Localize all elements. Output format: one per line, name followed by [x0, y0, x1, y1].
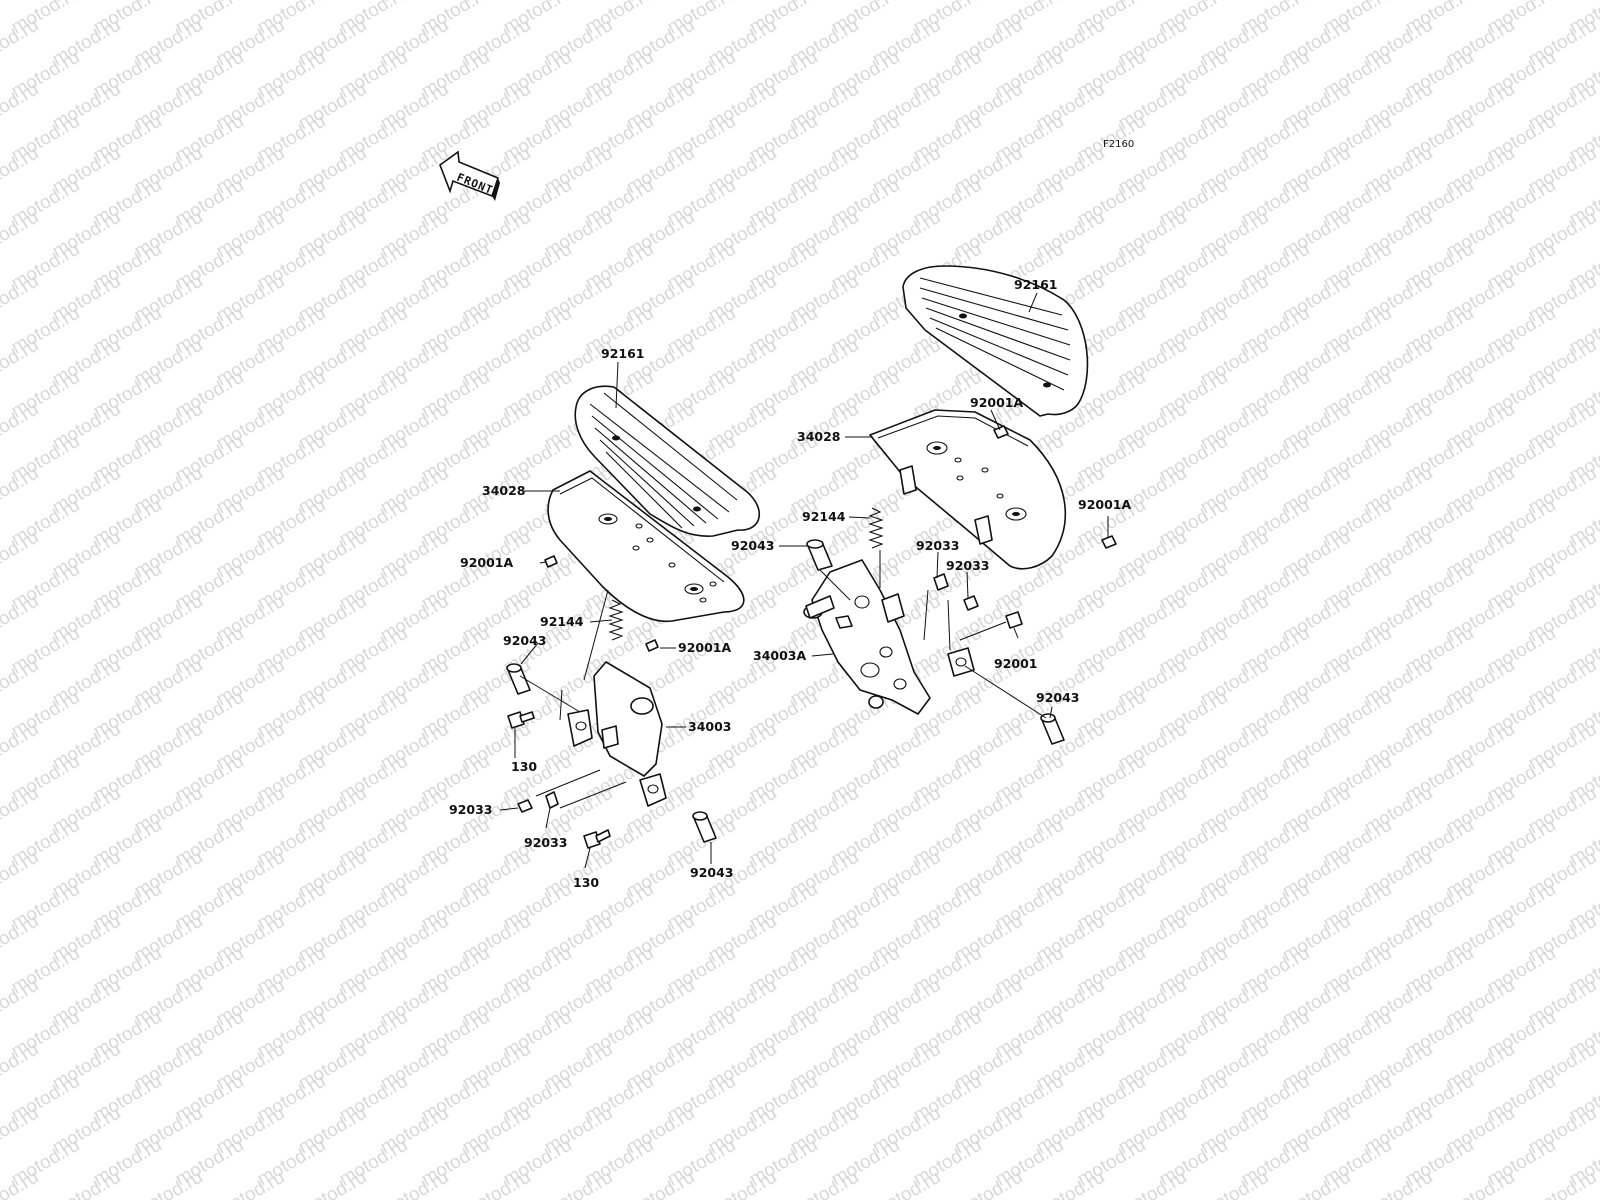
- label-left-34028: 34028: [482, 483, 526, 498]
- left-bolt-130-upper: [507, 711, 535, 729]
- watermark-text: motod.ru: [0, 655, 42, 711]
- right-nut-92033-b: [963, 595, 979, 611]
- diagram-code: F2160: [1103, 139, 1134, 150]
- right-bracket-34003a: [803, 559, 975, 715]
- label-right-34003a: 34003A: [753, 648, 806, 663]
- watermark-text: motod.ru: [0, 79, 42, 135]
- watermark-text: motod.ru: [0, 1103, 42, 1159]
- watermark-text: motod.ru: [787, 1167, 862, 1200]
- label-right-92033-a: 92033: [916, 538, 960, 553]
- left-nut-92033-b: [545, 791, 559, 809]
- leader-lines: [499, 292, 1109, 869]
- left-bolt-92001a-upper: [544, 555, 558, 568]
- watermark-text: motod.ru: [0, 271, 42, 327]
- label-left-92033-a: 92033: [449, 802, 493, 817]
- left-footboard-rubber: [574, 385, 760, 537]
- label-right-92043-upper: 92043: [731, 538, 775, 553]
- left-pin-92043-lower: [692, 811, 717, 843]
- watermark-text: motod.ru: [459, 1167, 534, 1200]
- watermark-text: motod.ru: [0, 527, 42, 583]
- watermark-text: motod.ru: [0, 911, 42, 967]
- label-right-34028: 34028: [797, 429, 841, 444]
- label-left-92161: 92161: [601, 346, 645, 361]
- label-left-130-upper: 130: [511, 759, 537, 774]
- watermark-text: motod.ru: [1033, 1167, 1108, 1200]
- watermark-text: motod.ru: [1443, 1167, 1518, 1200]
- left-footboard-plate: [547, 470, 745, 623]
- watermark-text: motod.ru: [0, 591, 42, 647]
- right-bolt-92001a-upper: [993, 425, 1009, 439]
- label-right-92001: 92001: [994, 656, 1038, 671]
- right-bolt-92001: [959, 611, 1023, 641]
- watermark-text: motod.ru: [0, 1039, 42, 1095]
- label-right-92001a-upper: 92001A: [970, 395, 1023, 410]
- label-left-92043-lower: 92043: [690, 865, 734, 880]
- watermark-text: motod.ru: [0, 399, 42, 455]
- part-labels: 92161 34028 92001A 92144 92001A 92043 34…: [449, 277, 1131, 890]
- label-left-92001a-upper: 92001A: [460, 555, 513, 570]
- left-spring-92144: [608, 599, 624, 641]
- watermark-text: motod.ru: [0, 335, 42, 391]
- label-left-92144: 92144: [540, 614, 584, 629]
- label-right-92144: 92144: [802, 509, 846, 524]
- watermark-text: motod.ru: [0, 847, 42, 903]
- watermark-text: motod.ru: [705, 1167, 780, 1200]
- watermark-text: motod.ru: [131, 1167, 206, 1200]
- watermark-text: motod.ru: [213, 1167, 288, 1200]
- left-pin-92043-upper: [506, 663, 531, 695]
- watermark-text: motod.ru: [1115, 1167, 1190, 1200]
- watermark-text: motod.ru: [0, 143, 42, 199]
- left-bracket-34003: [567, 661, 667, 807]
- watermark-text: motod.ru: [869, 1167, 944, 1200]
- right-footboard-plate: [869, 409, 1067, 570]
- left-bolt-130-lower: [583, 829, 611, 849]
- label-right-92001a-side: 92001A: [1078, 497, 1131, 512]
- right-bolt-92001a-side: [1101, 535, 1117, 549]
- label-right-92033-b: 92033: [946, 558, 990, 573]
- watermark-text: motod.ru: [1525, 1167, 1600, 1200]
- label-right-92161: 92161: [1014, 277, 1058, 292]
- right-spring-92144: [868, 507, 884, 549]
- watermark-text: motod.ru: [0, 719, 42, 775]
- watermark-text: motod.ru: [0, 783, 42, 839]
- label-left-130-lower: 130: [573, 875, 599, 890]
- left-nut-92033-a: [517, 799, 533, 813]
- label-right-92043-lower: 92043: [1036, 690, 1080, 705]
- label-left-92001a-lower: 92001A: [678, 640, 731, 655]
- watermark-text: motod.ru: [0, 207, 42, 263]
- right-pin-92043-upper: [806, 539, 833, 571]
- watermark-text: motod.ru: [0, 463, 42, 519]
- watermark-text: motod.ru: [623, 1167, 698, 1200]
- watermark-text: motod.ru: [1279, 1167, 1354, 1200]
- watermark-text: motod.ru: [49, 1167, 124, 1200]
- watermark-text: motod.ru: [0, 15, 42, 71]
- watermark-text: motod.ru: [1361, 1167, 1436, 1200]
- watermark-text: motod.ru: [1197, 1167, 1272, 1200]
- label-left-92033-b: 92033: [524, 835, 568, 850]
- watermark-text: motod.ru: [541, 1167, 616, 1200]
- watermark-text: motod.ru: [951, 1167, 1026, 1200]
- left-bolt-92001a-lower: [645, 639, 659, 652]
- right-pin-92043-lower: [1040, 713, 1065, 745]
- watermark-text: motod.ru: [0, 975, 42, 1031]
- right-footboard-rubber: [902, 265, 1089, 417]
- label-left-34003: 34003: [688, 719, 732, 734]
- watermark-text: motod.ru: [377, 1167, 452, 1200]
- watermark-text: motod.ru: [295, 1167, 370, 1200]
- label-left-92043-upper: 92043: [503, 633, 547, 648]
